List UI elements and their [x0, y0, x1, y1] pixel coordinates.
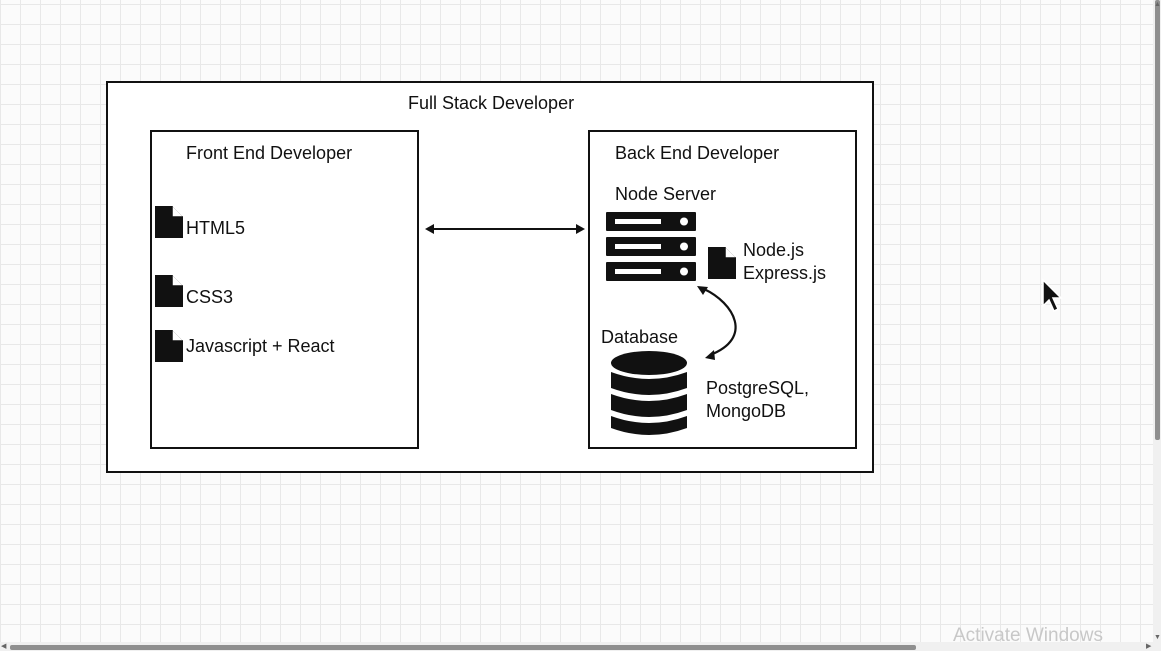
scroll-left-arrow-icon[interactable]: ◀	[1, 643, 7, 650]
back-end-box[interactable]	[588, 130, 857, 449]
database-icon	[611, 351, 687, 435]
scroll-right-arrow-icon[interactable]: ▶	[1146, 643, 1152, 650]
db-tech-mongodb: MongoDB	[706, 401, 787, 421]
bidirectional-arrow[interactable]	[424, 220, 586, 238]
front-end-item-html5: HTML5	[186, 218, 246, 238]
document-icon	[708, 247, 736, 279]
back-end-title: Back End Developer	[615, 143, 780, 163]
vertical-scrollbar-thumb[interactable]	[1155, 0, 1160, 440]
document-icon	[155, 275, 183, 307]
curved-bidirectional-arrow[interactable]	[694, 283, 746, 361]
node-tech-nodejs: Node.js	[743, 240, 805, 260]
mouse-cursor-icon	[1042, 278, 1063, 313]
front-end-item-javascript-react: Javascript + React	[186, 336, 335, 356]
full-stack-title: Full Stack Developer	[408, 93, 575, 113]
node-tech-expressjs: Express.js	[743, 263, 827, 283]
front-end-box[interactable]	[150, 130, 419, 449]
node-server-label: Node Server	[615, 184, 717, 204]
scroll-up-arrow-icon[interactable]: ▲	[1154, 1, 1161, 8]
document-icon	[155, 206, 183, 238]
activate-windows-watermark: Activate Windows	[953, 625, 1103, 646]
document-icon	[155, 330, 183, 362]
scroll-down-arrow-icon[interactable]: ▼	[1154, 634, 1161, 641]
server-icon	[606, 212, 696, 281]
front-end-item-css3: CSS3	[186, 287, 234, 307]
front-end-title: Front End Developer	[186, 143, 353, 163]
database-label: Database	[601, 327, 679, 347]
horizontal-scrollbar-thumb[interactable]	[10, 645, 916, 650]
db-tech-postgresql: PostgreSQL,	[706, 378, 810, 398]
